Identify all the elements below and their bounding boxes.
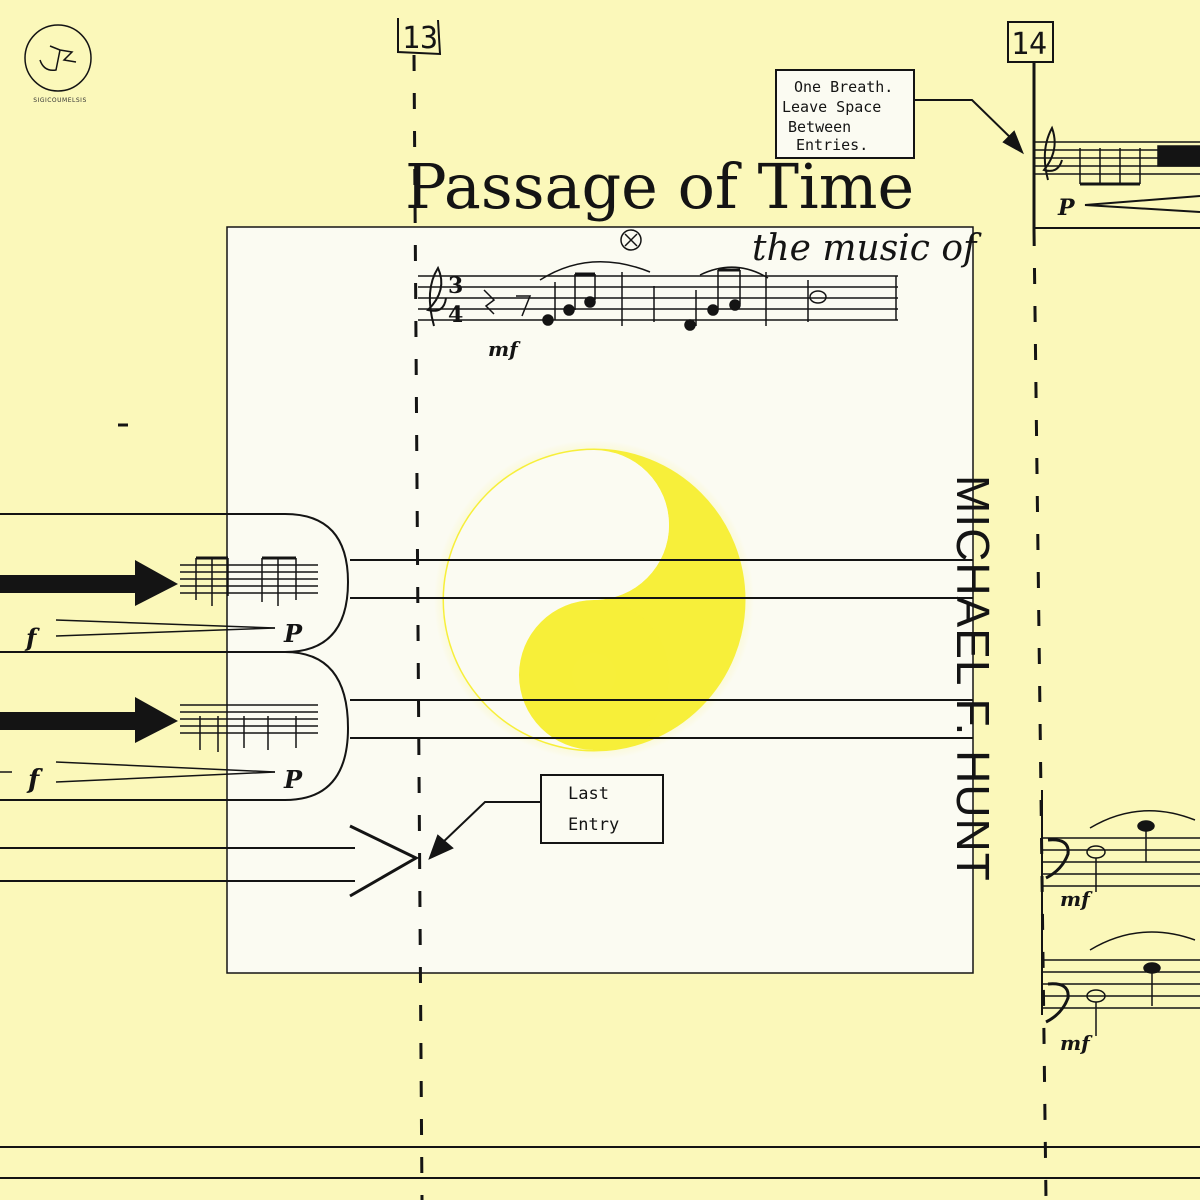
svg-text:Entry: Entry bbox=[568, 815, 619, 835]
svg-text:4: 4 bbox=[448, 302, 463, 328]
staff-right-bass bbox=[1041, 790, 1200, 1036]
barline-14 bbox=[1032, 229, 1048, 1200]
bottom-staff-lines bbox=[0, 1146, 1200, 1179]
measure-number-14: 14 bbox=[1007, 21, 1054, 63]
circle-monogram-logo bbox=[24, 24, 92, 92]
svg-text:P: P bbox=[1057, 195, 1076, 221]
svg-text:Leave Space: Leave Space bbox=[782, 98, 881, 116]
svg-text:One Breath.: One Breath. bbox=[794, 78, 893, 96]
svg-text:mf: mf bbox=[1060, 887, 1093, 911]
time-signature: 3 4 bbox=[448, 273, 463, 328]
yin-yang-icon bbox=[434, 440, 754, 760]
svg-text:f: f bbox=[24, 623, 40, 652]
staff-left-upper bbox=[55, 556, 318, 637]
svg-text:Last: Last bbox=[568, 784, 609, 804]
barline-13 bbox=[412, 54, 424, 1200]
svg-text:f: f bbox=[26, 765, 43, 795]
note-last-entry-box: Last Entry bbox=[540, 774, 664, 844]
artist-name: MICHAEL F. HUNT bbox=[947, 475, 999, 882]
svg-text:14: 14 bbox=[1011, 27, 1047, 62]
album-subtitle: the music of bbox=[752, 228, 977, 269]
svg-text:mf: mf bbox=[488, 337, 521, 361]
arrow-one-breath bbox=[914, 99, 1024, 155]
svg-text:13: 13 bbox=[402, 21, 438, 56]
album-title: Passage of Time bbox=[405, 150, 915, 223]
staff-top-right bbox=[1034, 125, 1200, 229]
note-one-breath-box: One Breath. Leave Space Between Entries. bbox=[775, 69, 915, 159]
logo-text: SIGICOUMELSIS bbox=[33, 97, 87, 104]
arrows-left bbox=[0, 560, 178, 743]
svg-text:P: P bbox=[283, 619, 303, 648]
staff-left-lower bbox=[0, 704, 318, 783]
svg-text:Between: Between bbox=[788, 118, 851, 136]
middle-staff-lines bbox=[0, 513, 973, 898]
svg-text:Entries.: Entries. bbox=[796, 136, 868, 154]
svg-text:3: 3 bbox=[448, 273, 463, 299]
svg-text:mf: mf bbox=[1060, 1031, 1093, 1055]
measure-number-13: 13 bbox=[397, 18, 442, 56]
main-staff bbox=[418, 229, 898, 331]
svg-text:P: P bbox=[283, 765, 303, 794]
arrow-last-entry bbox=[428, 801, 541, 860]
